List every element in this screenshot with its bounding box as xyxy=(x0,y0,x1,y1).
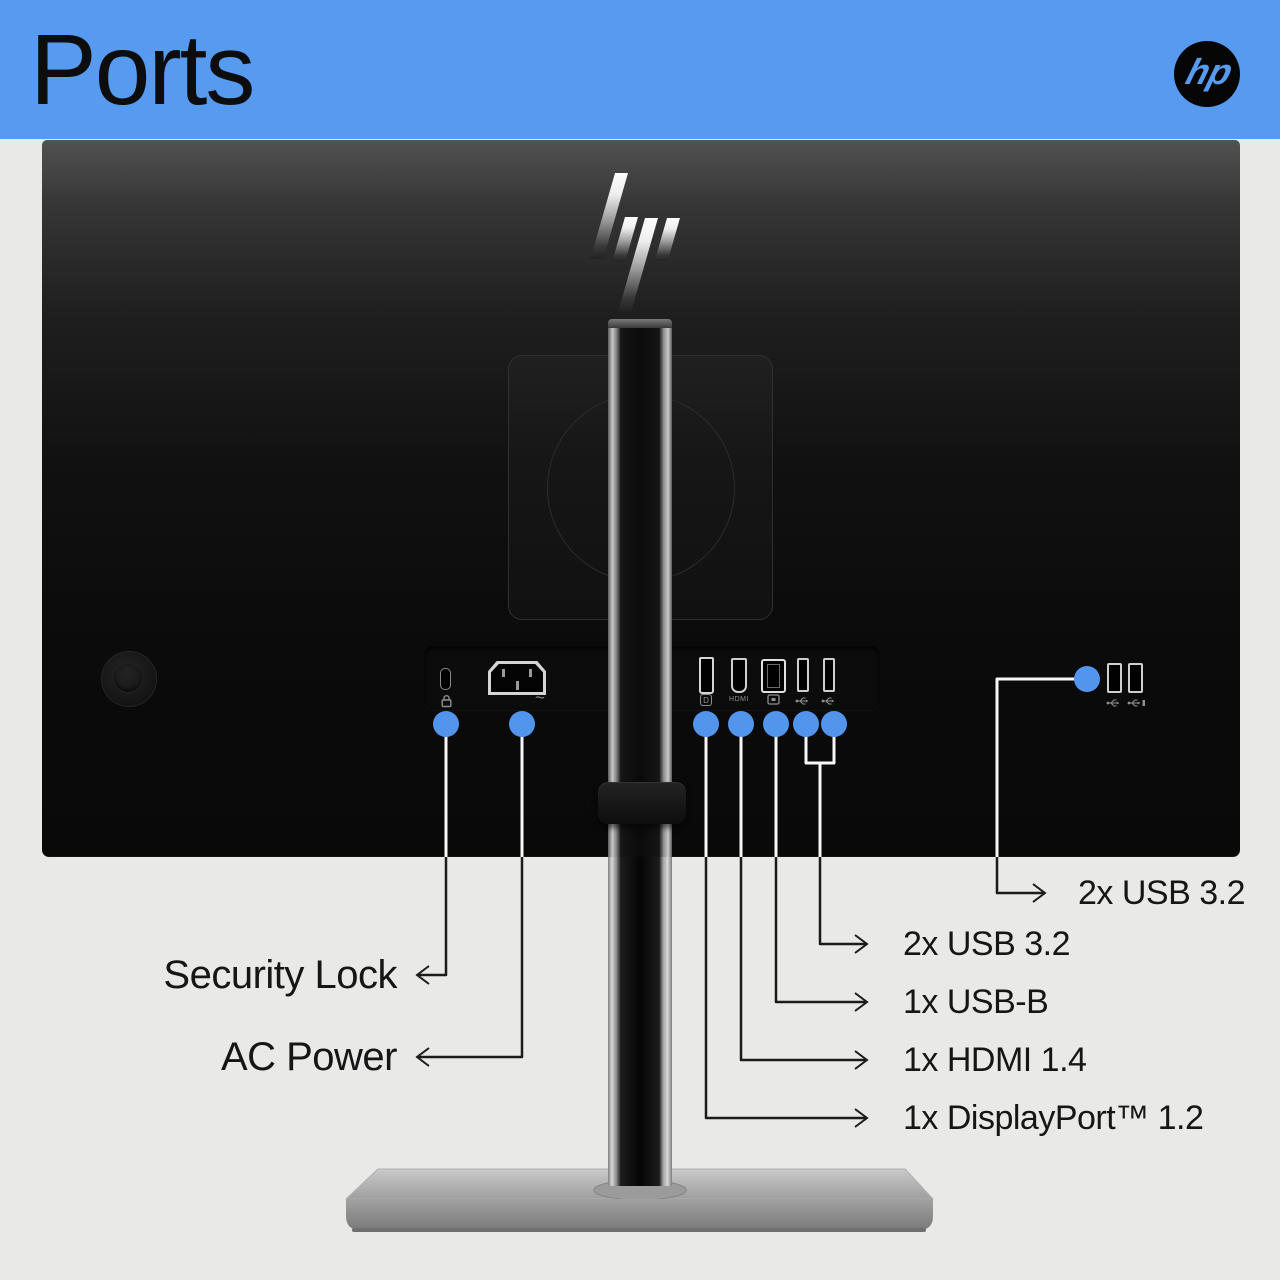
callout-dot-usb-a1 xyxy=(793,711,819,737)
usb-icon xyxy=(795,697,808,705)
usb-charging-icon xyxy=(1127,699,1145,707)
security-lock-slot xyxy=(440,668,451,690)
callout-dot-ac-power xyxy=(509,711,535,737)
hdmi-caption: HDMI xyxy=(729,696,749,703)
usb-b-inner xyxy=(767,664,780,688)
label-ac-power: AC Power xyxy=(220,1035,398,1079)
label-rear-usb: 2x USB 3.2 xyxy=(903,925,1070,963)
usb-a-side-port-2 xyxy=(1128,663,1143,693)
usb-a-port-1 xyxy=(797,658,809,692)
base-front-face xyxy=(346,1199,933,1230)
joystick-knob xyxy=(114,664,142,692)
callout-dot-usb-b xyxy=(763,711,789,737)
header-banner: Ports hp xyxy=(0,0,1280,139)
label-security-lock: Security Lock xyxy=(163,953,397,997)
hdmi-port xyxy=(731,658,747,693)
usb-a-port-2 xyxy=(823,658,835,692)
stand-column-lower xyxy=(608,857,672,1186)
callout-dot-usb-a2 xyxy=(821,711,847,737)
callout-dot-side-usb xyxy=(1074,666,1100,692)
ac-power-caption: ~ xyxy=(535,688,545,707)
monitor-back: ~ D HDMI xyxy=(42,140,1240,857)
usb-a-side-port-1 xyxy=(1107,663,1122,693)
usb-b-icon xyxy=(767,694,780,705)
label-hdmi: 1x HDMI 1.4 xyxy=(903,1041,1087,1079)
osd-joystick-button[interactable] xyxy=(101,651,157,707)
displayport-port xyxy=(699,657,714,694)
ac-pin xyxy=(529,669,533,678)
callout-dot-hdmi xyxy=(728,711,754,737)
usb-icon xyxy=(1106,699,1119,707)
ac-power-inlet xyxy=(488,661,546,695)
page-title: Ports xyxy=(30,14,255,126)
cable-clip xyxy=(598,782,686,824)
label-displayport: 1x DisplayPort™ 1.2 xyxy=(903,1099,1204,1137)
ac-pin xyxy=(501,669,505,678)
callout-dot-security-lock xyxy=(433,711,459,737)
callout-lines-on-background xyxy=(418,857,1044,1120)
stand-column-upper xyxy=(608,319,672,857)
base-bottom-edge xyxy=(352,1228,926,1232)
lock-icon xyxy=(441,695,452,708)
displayport-icon: D xyxy=(700,694,712,706)
arrowheads xyxy=(415,883,1047,1128)
usb-icon xyxy=(821,697,834,705)
usb-b-port xyxy=(761,659,786,693)
hp-logo-icon: hp xyxy=(1174,41,1240,107)
callout-dot-displayport xyxy=(693,711,719,737)
label-side-usb: 2x USB 3.2 xyxy=(1078,874,1245,912)
ac-pin xyxy=(515,680,519,690)
callout-lines-on-monitor xyxy=(444,677,1076,857)
label-usb-b: 1x USB-B xyxy=(903,983,1049,1021)
